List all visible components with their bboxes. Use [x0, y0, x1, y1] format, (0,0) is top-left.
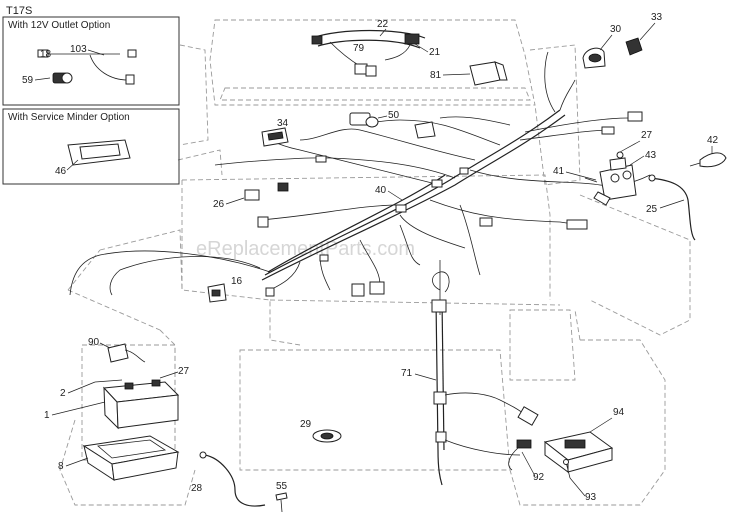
- switch-34: 34: [261, 118, 289, 147]
- label-93: 93: [585, 492, 597, 503]
- label-50: 50: [388, 110, 400, 121]
- key-33: 33: [625, 12, 663, 56]
- label-26: 26: [213, 199, 225, 210]
- key-switch-harness: [431, 271, 539, 486]
- label-8: 8: [58, 461, 64, 472]
- connector-26: 26: [213, 182, 289, 210]
- label-2: 2: [60, 388, 66, 399]
- label-28: 28: [191, 483, 203, 494]
- label-59: 59: [22, 75, 34, 86]
- label-40: 40: [375, 185, 387, 196]
- ignition-switch-30: 30: [582, 24, 622, 69]
- label-92: 92: [533, 472, 545, 483]
- diagram-title: T17S: [6, 5, 32, 17]
- label-30: 30: [610, 24, 622, 35]
- inset-service-minder-title: With Service Minder Option: [8, 112, 130, 123]
- label-27-battery: 27: [178, 366, 190, 377]
- label-81: 81: [430, 70, 442, 81]
- label-42: 42: [707, 135, 719, 146]
- component-29: 29: [300, 419, 342, 443]
- watermark: eReplacementParts.com: [196, 238, 415, 260]
- inset-service-minder: With Service Minder Option 46: [2, 108, 180, 185]
- bolt-55: 55: [275, 481, 288, 513]
- label-103: 103: [70, 44, 87, 55]
- label-22: 22: [377, 19, 389, 30]
- label-94: 94: [613, 407, 625, 418]
- label-16: 16: [231, 276, 243, 287]
- inset-12v-outlet: With 12V Outlet Option 103 18 59: [2, 16, 180, 106]
- component-50: 50: [349, 110, 436, 139]
- label-27-top: 27: [641, 130, 653, 141]
- label-21: 21: [429, 47, 441, 58]
- switch-16: 16: [207, 276, 243, 303]
- module-94: 94: [543, 407, 625, 473]
- label-90: 90: [88, 337, 100, 348]
- tractor-chassis-outline: [59, 19, 691, 506]
- fuse-holder-90: 90: [88, 337, 146, 363]
- label-55: 55: [276, 481, 288, 492]
- label-34: 34: [277, 118, 289, 129]
- terminal-boot-42: 42: [689, 135, 727, 168]
- label-29: 29: [300, 419, 312, 430]
- top-harness-22: 22 79 21: [311, 19, 441, 77]
- battery-1: 1 2 27: [44, 366, 190, 430]
- label-25: 25: [646, 204, 658, 215]
- label-18: 18: [40, 49, 52, 60]
- battery-cable-25: 25: [646, 174, 696, 241]
- screw-93: 93: [563, 459, 597, 503]
- label-43: 43: [645, 150, 657, 161]
- label-46: 46: [55, 166, 67, 177]
- label-79: 79: [353, 43, 365, 54]
- battery-tray-8: 8: [58, 435, 180, 482]
- connector-92: 92: [508, 439, 545, 483]
- label-71: 71: [401, 368, 413, 379]
- main-wire-harness: [69, 51, 651, 315]
- label-1: 1: [44, 410, 50, 421]
- relay-81: 81: [430, 61, 508, 86]
- inset-12v-title: With 12V Outlet Option: [8, 20, 110, 31]
- starter-solenoid-43: 27 43 41: [553, 130, 657, 206]
- label-41: 41: [553, 166, 565, 177]
- label-33: 33: [651, 12, 663, 23]
- cable-28: 28: [191, 451, 266, 507]
